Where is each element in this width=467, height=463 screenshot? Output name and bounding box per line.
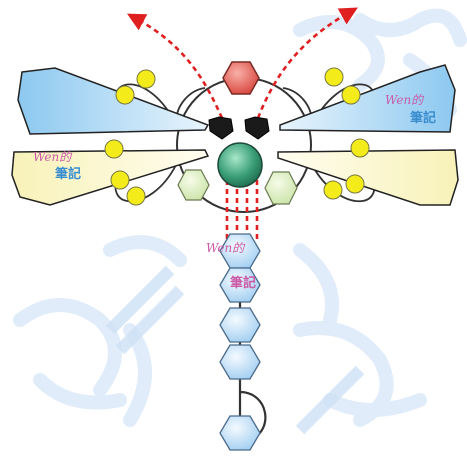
tail-segment bbox=[219, 344, 261, 380]
lower-right-wing bbox=[277, 149, 459, 206]
body-dashed-lines bbox=[225, 180, 259, 240]
yellow-dot bbox=[115, 85, 135, 105]
yellow-dot bbox=[136, 69, 156, 89]
thorax-circle bbox=[217, 142, 263, 188]
yellow-dots bbox=[104, 67, 370, 206]
tail-segment bbox=[219, 267, 261, 303]
left-side-hexagon bbox=[177, 169, 210, 201]
tail-segment bbox=[219, 415, 261, 451]
tail-segment bbox=[219, 307, 261, 343]
yellow-dot bbox=[104, 139, 124, 159]
lower-left-wing bbox=[11, 149, 210, 206]
yellow-dot bbox=[110, 170, 130, 190]
watermark-text: Wen的 bbox=[33, 150, 73, 164]
yellow-dot bbox=[126, 186, 146, 206]
upper-left-wing bbox=[17, 67, 210, 135]
watermark-text: 筆記 bbox=[410, 110, 436, 126]
yellow-dot bbox=[350, 138, 370, 158]
watermark-text: Wen的 bbox=[385, 93, 425, 107]
yellow-dot bbox=[324, 67, 344, 87]
upper-right-wing bbox=[279, 64, 456, 133]
antenna-arrows bbox=[126, 7, 358, 119]
left-antenna-arrow bbox=[126, 13, 224, 119]
head-hexagon bbox=[222, 61, 260, 95]
tail bbox=[219, 233, 267, 451]
left-eye bbox=[208, 116, 234, 140]
right-eye bbox=[244, 116, 270, 140]
watermark-text: 筆記 bbox=[230, 275, 256, 291]
watermark-text: 筆記 bbox=[55, 166, 81, 182]
yellow-dot bbox=[345, 174, 365, 194]
right-side-hexagon bbox=[264, 171, 298, 205]
watermark-text: Wen的 bbox=[206, 241, 246, 255]
right-antenna-arrow bbox=[256, 7, 358, 119]
background-pattern-stripes bbox=[105, 265, 365, 435]
yellow-dot bbox=[341, 85, 361, 105]
yellow-dot bbox=[323, 180, 343, 200]
